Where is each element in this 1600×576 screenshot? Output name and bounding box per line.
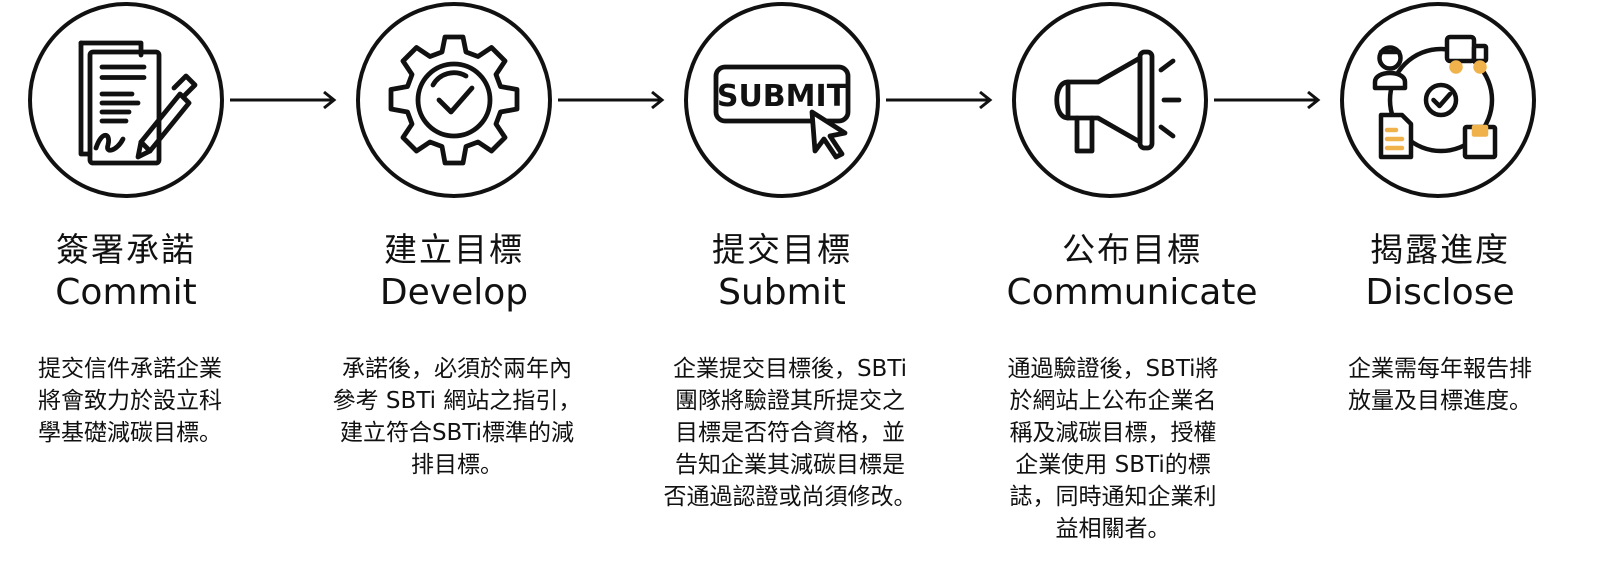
step-commit-title-en: Commit xyxy=(55,272,197,313)
step-submit-circle: SUBMIT xyxy=(684,2,880,198)
step-submit-title-zh: 提交目標 xyxy=(712,230,852,269)
arrow-2 xyxy=(558,90,665,110)
arrow-3 xyxy=(886,90,993,110)
step-communicate-description: 通過驗證後，SBTi將 於網站上公布企業名 稱及減碳目標，授權 企業使用 SBT… xyxy=(1007,356,1219,542)
gear-check-icon xyxy=(388,34,520,166)
step-disclose-circle xyxy=(1340,2,1536,198)
step-commit-circle xyxy=(28,2,224,198)
step-communicate-circle xyxy=(1012,2,1208,198)
step-commit-title-zh: 簽署承諾 xyxy=(56,230,196,269)
submit-icon-text: SUBMIT xyxy=(717,79,848,114)
step-develop-description: 承諾後，必須於兩年內 參考 SBTi 網站之指引， 建立符合SBTi標準的減 排… xyxy=(332,356,582,478)
step-communicate-title-en: Communicate xyxy=(1006,272,1258,313)
arrow-4 xyxy=(1214,90,1321,110)
step-submit-description: 企業提交目標後，SBTi 團隊將驗證其所提交之 目標是否符合資格，並 告知企業其… xyxy=(663,356,917,510)
step-develop-circle xyxy=(356,2,552,198)
megaphone-icon xyxy=(1054,49,1182,154)
arrow-1 xyxy=(230,90,337,110)
step-submit-title-en: Submit xyxy=(718,272,846,313)
step-disclose-title-zh: 揭露進度 xyxy=(1370,230,1510,269)
step-commit-description: 提交信件承諾企業 將會致力於設立科 學基礎減碳目標。 xyxy=(38,356,222,446)
step-disclose-description: 企業需每年報告排 放量及目標進度。 xyxy=(1348,356,1532,414)
step-develop-title-zh: 建立目標 xyxy=(384,230,524,269)
document-signing-icon xyxy=(78,40,198,166)
disclosure-network-icon xyxy=(1372,34,1498,160)
step-communicate-title-zh: 公布目標 xyxy=(1062,230,1202,269)
submit-button-icon: SUBMIT xyxy=(713,64,851,160)
step-develop-title-en: Develop xyxy=(379,272,529,313)
step-disclose-title-en: Disclose xyxy=(1365,272,1515,313)
